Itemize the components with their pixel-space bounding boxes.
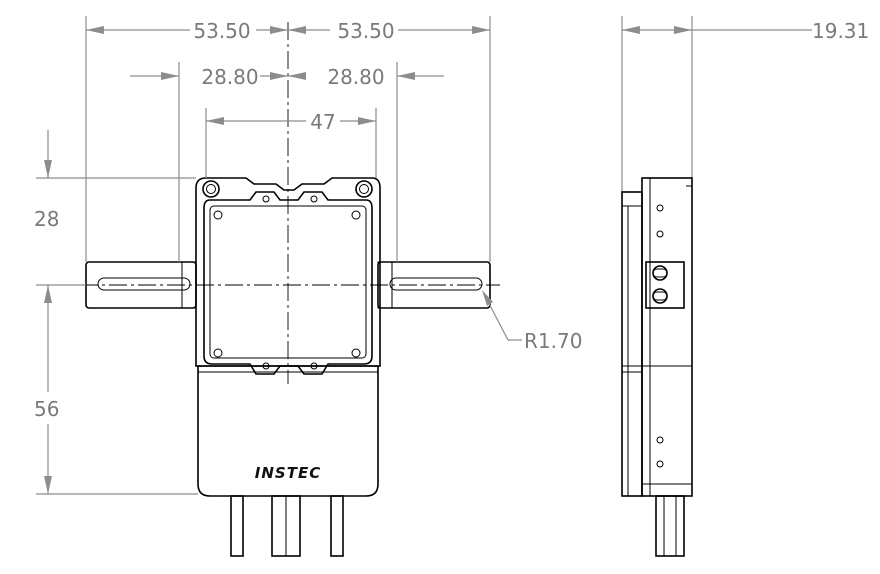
dim-53-50-right: 53.50 [337, 19, 394, 43]
screw-top-right [355, 180, 373, 198]
top-frame [195, 177, 381, 367]
hole [351, 210, 361, 220]
dim-28: 28 [34, 207, 59, 231]
dim-56: 56 [34, 397, 59, 421]
dim-19-31: 19.31 [812, 19, 869, 43]
hole [656, 460, 664, 468]
lower-housing [197, 365, 379, 497]
dim-28-80-right: 28.80 [327, 65, 384, 89]
sample-window [203, 191, 373, 375]
screw-top-left [202, 180, 220, 198]
hole [213, 210, 223, 220]
pipe-left [230, 495, 244, 557]
brand-logo: INSTEC [255, 464, 321, 482]
side-view: 19.31 [621, 16, 869, 557]
hole [656, 230, 664, 238]
hole [310, 362, 318, 370]
hole [656, 436, 664, 444]
dim-47: 47 [310, 110, 335, 134]
dim-r1-70: R1.70 [524, 329, 582, 353]
hole [262, 362, 270, 370]
dim-53-50-left: 53.50 [193, 19, 250, 43]
side-pipe [655, 495, 685, 557]
pipe-right [330, 495, 344, 557]
dim-28-80-left: 28.80 [201, 65, 258, 89]
hole [310, 195, 318, 203]
side-mount-block [645, 261, 685, 309]
hole [213, 348, 223, 358]
hole [656, 204, 664, 212]
hole [351, 348, 361, 358]
front-dimensions: 53.50 53.50 28.80 28.80 47 28 56 [34, 16, 582, 495]
front-view: INSTEC [80, 22, 500, 557]
hole [262, 195, 270, 203]
